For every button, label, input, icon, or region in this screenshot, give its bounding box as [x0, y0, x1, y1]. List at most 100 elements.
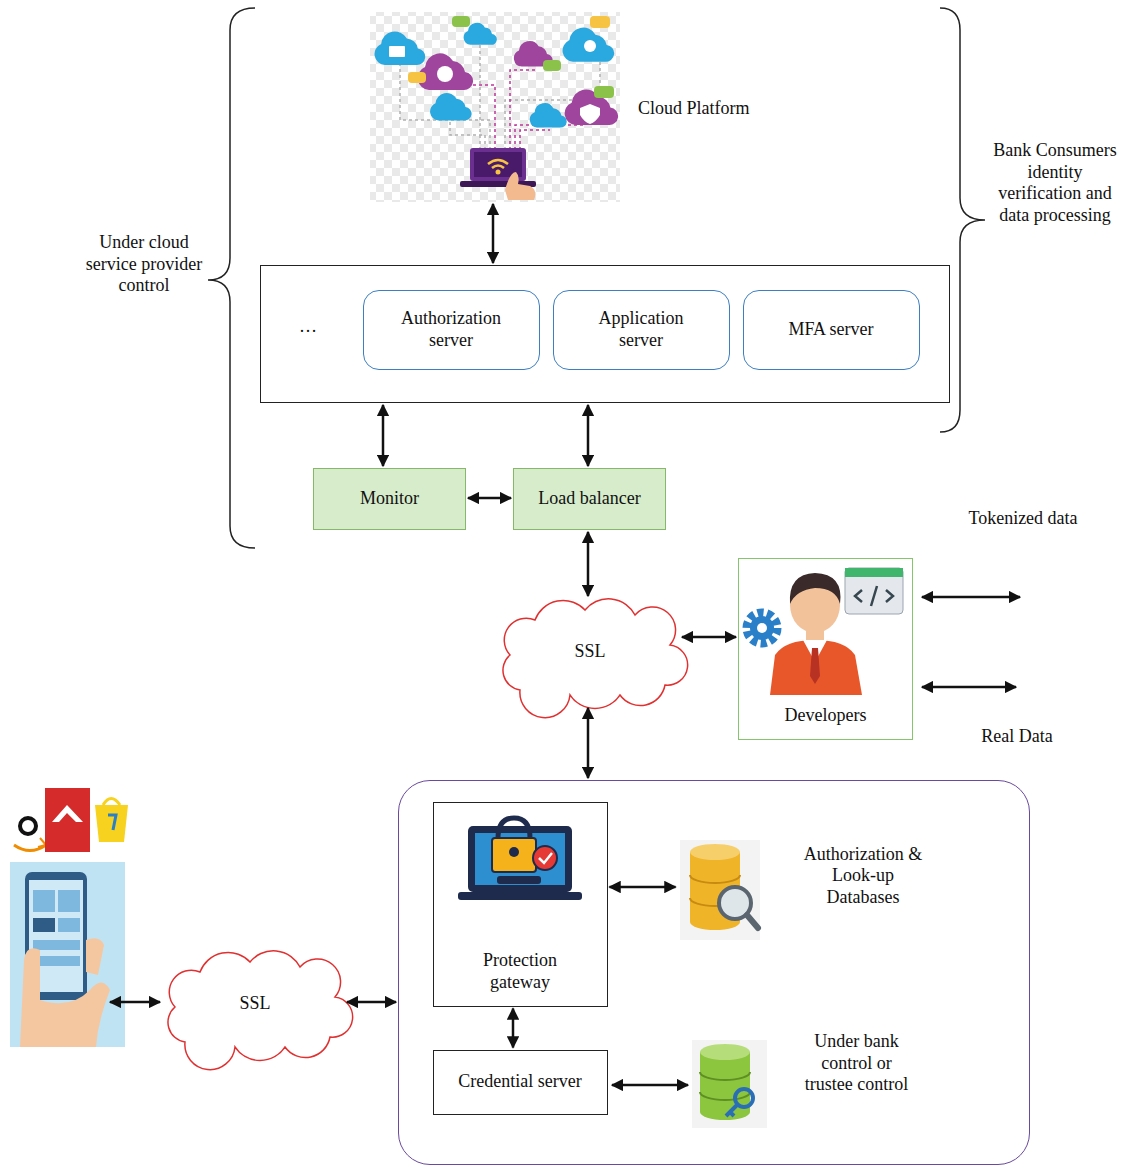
shopping-app-illustration: [45, 788, 90, 852]
app-ssl-arrow: [110, 1001, 160, 1004]
bank-zone: Under bank control or trustee controlPro…: [398, 780, 1030, 1165]
cloud-platform-illustration: [594, 86, 614, 98]
cloud-platform-illustration: [437, 66, 453, 82]
credential-database-icon: [692, 1040, 767, 1128]
ssl-cloud-outline: [168, 599, 688, 1070]
shopping-app-illustration: [38, 838, 46, 847]
cloud-platform-illustration: [370, 12, 620, 202]
gateway-icon: [475, 833, 565, 885]
monitor-box: Monitor: [313, 468, 466, 530]
gateway-icon: [492, 838, 536, 872]
server-box: MFA server: [743, 290, 920, 370]
developer-illustration: [747, 568, 903, 695]
cloud-platform-illustration: [563, 28, 615, 62]
shopping-app-illustration: [86, 938, 104, 975]
ssl-cloud-outline: [503, 599, 688, 718]
cloud-platform-illustration: [408, 72, 426, 83]
shopping-app-illustration: [10, 862, 125, 1047]
node-label: Credential server: [458, 1071, 581, 1093]
app-ssl-arrow: [110, 1001, 160, 1004]
shopping-app-illustration: [95, 805, 128, 842]
developer-illustration: [845, 568, 903, 577]
ssl-cloud: SSL: [165, 950, 345, 1058]
developer-illustration: [855, 586, 893, 606]
cloud-platform-illustration: [389, 40, 600, 124]
ssl-cloud-outline: [168, 951, 353, 1070]
connector-arrow: [682, 636, 736, 639]
node-label: SSL: [574, 641, 605, 663]
cloud-platform-illustration: [464, 23, 497, 45]
cloud-platform-illustration: [510, 70, 535, 150]
developer-illustration: [810, 648, 820, 684]
cloud-platform-illustration: [418, 53, 473, 90]
server-box: Authorization server: [363, 290, 540, 370]
annotation-label: Tokenized data: [948, 508, 1098, 530]
server-group: … Authorization server Application server M…: [260, 265, 950, 403]
credential-database-icon: [700, 1052, 750, 1120]
connector-arrow: [468, 497, 511, 500]
load-balancer-box: Load balancer: [513, 468, 666, 530]
node-label: MFA server: [788, 319, 873, 341]
cloud-platform-illustration: [430, 93, 471, 121]
gateway-icon: [468, 826, 572, 892]
label-holder: Bank Consumers identity verification and…: [992, 140, 1118, 226]
node-label: …: [299, 316, 329, 338]
scope-bracket: [208, 8, 255, 548]
cloud-platform-illustration: [370, 12, 620, 202]
developer-data-arrows: [922, 597, 1020, 687]
shopping-app-illustration: [58, 918, 80, 932]
ssl-cloud: SSL: [500, 598, 680, 706]
developer-illustration: [757, 623, 767, 633]
shopping-app-illustration: [33, 890, 55, 912]
connector-arrow: [587, 405, 590, 466]
shopping-app-illustration: [20, 818, 36, 834]
gateway-icon: [497, 876, 541, 884]
cloud-platform-illustration: [590, 16, 610, 28]
gateway-icon: [458, 892, 582, 900]
label-holder: Real Data: [962, 726, 1072, 748]
credential-database-arrow: [612, 1084, 688, 1087]
gateway-icon: [533, 846, 557, 870]
cloud-platform-illustration: [543, 60, 561, 71]
connector-arrow: [512, 1009, 515, 1048]
cloud-platform-illustration: [479, 40, 481, 150]
node-label: Developers: [785, 705, 867, 727]
developer-illustration: [790, 573, 841, 604]
connector-arrow: [347, 1001, 396, 1004]
gateway-icon: [458, 818, 582, 900]
node-label: Protection gateway: [460, 950, 580, 993]
cloud-platform-illustration: [400, 62, 490, 150]
node-label: SSL: [239, 993, 270, 1015]
scope-bracket: [208, 8, 985, 548]
shopping-app-illustration: [58, 890, 80, 912]
shopping-app-illustration: [108, 815, 116, 830]
shopping-app-illustration: [33, 956, 80, 966]
scope-bracket: [940, 8, 985, 432]
node-label: Cloud Platform: [638, 98, 798, 120]
developer-data-arrows: [922, 596, 1020, 599]
developer-box: Developers: [738, 558, 913, 740]
cloud-platform-illustration: [505, 62, 600, 150]
shopping-app-illustration: [33, 918, 55, 932]
node-label: Load balancer: [538, 488, 640, 510]
credential-database-icon: [726, 1104, 738, 1116]
developer-illustration: [845, 568, 903, 614]
annotation-label: Under cloud service provider control: [83, 232, 205, 297]
connector-arrow: [587, 532, 590, 596]
node-label: Monitor: [360, 488, 419, 510]
cloud-platform-illustration: [408, 16, 614, 98]
cloud-platform-illustration: [375, 31, 426, 65]
node-label: Application server: [576, 308, 706, 351]
shopping-app-illustration: [103, 799, 120, 806]
credential-database-icon: [700, 1072, 750, 1100]
shopping-app-illustration: [52, 805, 83, 822]
lookup-database-icon: [747, 915, 758, 928]
gateway-icon: [539, 853, 552, 863]
connector-arrow: [610, 886, 676, 889]
cloud-platform-illustration: [450, 118, 485, 150]
annotation-label: Bank Consumers identity verification and…: [992, 140, 1118, 226]
credential-database-icon: [700, 1044, 750, 1060]
